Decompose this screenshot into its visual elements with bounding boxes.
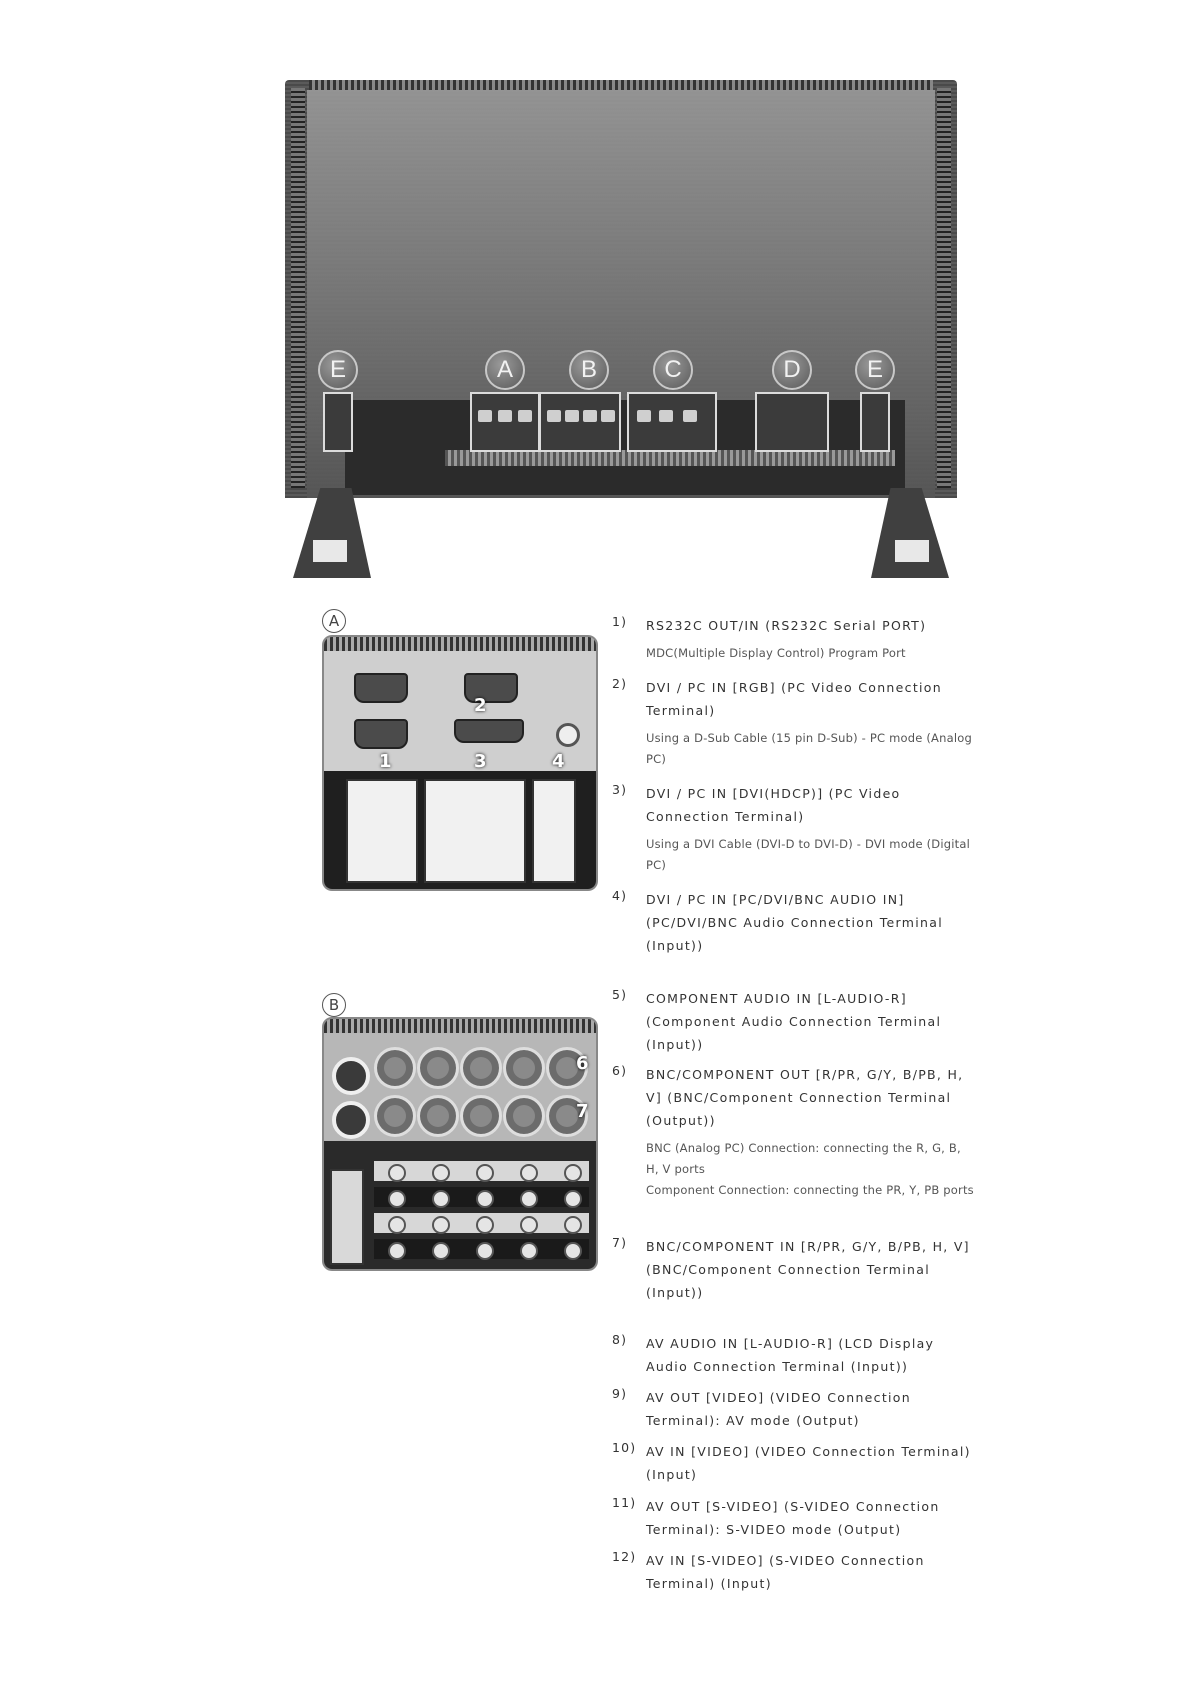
section-a-closeup: 1 2 3 4 (322, 635, 598, 891)
port-number-7: 7 (576, 1101, 589, 1122)
item-title: AV OUT [VIDEO] (VIDEO Connection Termina… (646, 1390, 911, 1428)
jack-row (374, 1187, 589, 1208)
badge-c: C (653, 350, 693, 390)
port-group-e-left (323, 392, 353, 452)
bnc-out-g (417, 1047, 459, 1089)
left-vent (291, 88, 305, 488)
list-item-4: 4) DVI / PC IN [PC/DVI/BNC AUDIO IN] (PC… (612, 888, 976, 957)
list-item-3: 3) DVI / PC IN [DVI(HDCP)] (PC Video Con… (612, 782, 976, 876)
tv-rear-photo: E A B C D E (285, 80, 957, 578)
right-vent (937, 88, 951, 488)
section-b-closeup: 5 6 7 (322, 1017, 598, 1271)
badge-d: D (772, 350, 812, 390)
component-audio-l-jack (332, 1057, 370, 1095)
item-title: AV AUDIO IN [L-AUDIO-R] (LCD Display Aud… (646, 1336, 935, 1374)
badge-a: A (485, 350, 525, 390)
item-description: Using a D-Sub Cable (15 pin D-Sub) - PC … (646, 731, 972, 766)
item-title: COMPONENT AUDIO IN [L-AUDIO-R] (Componen… (646, 991, 942, 1052)
item-number: 3) (612, 782, 628, 797)
bnc-out-v (546, 1047, 588, 1089)
item-title: DVI / PC IN [RGB] (PC Video Connection T… (646, 680, 942, 718)
item-number: 6) (612, 1063, 628, 1078)
port-group-a (470, 392, 540, 452)
stand-foot-left (293, 488, 371, 578)
item-number: 11) (612, 1495, 637, 1510)
port-group-b (539, 392, 621, 452)
list-item-8: 8) AV AUDIO IN [L-AUDIO-R] (LCD Display … (612, 1332, 976, 1378)
bnc-in-v (546, 1095, 588, 1137)
bnc-in-r (374, 1095, 416, 1137)
jack-row (374, 1213, 589, 1234)
item-title: AV OUT [S-VIDEO] (S-VIDEO Connection Ter… (646, 1499, 940, 1537)
item-number: 5) (612, 987, 628, 1002)
jack-row (374, 1161, 589, 1182)
item-description: Using a DVI Cable (DVI-D to DVI-D) - DVI… (646, 837, 970, 872)
list-item-6: 6) BNC/COMPONENT OUT [R/PR, G/Y, B/PB, H… (612, 1063, 976, 1201)
bnc-in-b (460, 1095, 502, 1137)
rs232c-in-connector (354, 719, 408, 749)
port-group-e-right (860, 392, 890, 452)
rgb-dvi-label-box (424, 779, 526, 883)
vent-strip (445, 450, 895, 466)
item-number: 2) (612, 676, 628, 691)
list-item-2: 2) DVI / PC IN [RGB] (PC Video Connectio… (612, 676, 976, 770)
port-group-c (627, 392, 717, 452)
tv-rear-panel (285, 80, 957, 498)
port-number-6: 6 (576, 1053, 589, 1074)
bnc-out-h (503, 1047, 545, 1089)
top-vent (309, 80, 933, 90)
item-number: 8) (612, 1332, 628, 1347)
port-number-4: 4 (552, 751, 565, 772)
dvi-connector (454, 719, 524, 743)
item-number: 12) (612, 1549, 637, 1564)
port-group-d (755, 392, 829, 452)
list-item-5: 5) COMPONENT AUDIO IN [L-AUDIO-R] (Compo… (612, 987, 976, 1056)
item-title: AV IN [VIDEO] (VIDEO Connection Terminal… (646, 1444, 971, 1482)
item-title: DVI / PC IN [DVI(HDCP)] (PC Video Connec… (646, 786, 901, 824)
d-sub-connector (464, 673, 518, 703)
item-title: BNC/COMPONENT OUT [R/PR, G/Y, B/PB, H, V… (646, 1067, 964, 1128)
badge-b: B (569, 350, 609, 390)
list-item-1: 1) RS232C OUT/IN (RS232C Serial PORT) MD… (612, 614, 976, 664)
rs232c-label-box (346, 779, 418, 883)
bnc-out-r (374, 1047, 416, 1089)
panel-top-vent (324, 1019, 596, 1033)
badge-e-right: E (855, 350, 895, 390)
audio-jack (556, 723, 580, 747)
section-b-label: B (322, 993, 346, 1017)
list-item-9: 9) AV OUT [VIDEO] (VIDEO Connection Term… (612, 1386, 976, 1432)
item-title: BNC/COMPONENT IN [R/PR, G/Y, B/PB, H, V]… (646, 1239, 970, 1300)
audio-label-box (532, 779, 576, 883)
stand-foot-right (871, 488, 949, 578)
bnc-out-b (460, 1047, 502, 1089)
item-number: 9) (612, 1386, 628, 1401)
item-number: 10) (612, 1440, 637, 1455)
item-title: RS232C OUT/IN (RS232C Serial PORT) (646, 618, 927, 633)
item-number: 1) (612, 614, 628, 629)
bnc-in-g (417, 1095, 459, 1137)
item-description: BNC (Analog PC) Connection: connecting t… (646, 1141, 961, 1176)
port-number-1: 1 (379, 751, 392, 772)
list-item-7: 7) BNC/COMPONENT IN [R/PR, G/Y, B/PB, H,… (612, 1235, 976, 1304)
component-audio-r-jack (332, 1101, 370, 1139)
item-title: AV IN [S-VIDEO] (S-VIDEO Connection Term… (646, 1553, 925, 1591)
list-item-12: 12) AV IN [S-VIDEO] (S-VIDEO Connection … (612, 1549, 976, 1595)
list-item-10: 10) AV IN [VIDEO] (VIDEO Connection Term… (612, 1440, 976, 1486)
item-number: 7) (612, 1235, 628, 1250)
item-description: MDC(Multiple Display Control) Program Po… (646, 646, 906, 660)
item-title: DVI / PC IN [PC/DVI/BNC AUDIO IN] (PC/DV… (646, 892, 943, 953)
section-a-label: A (322, 609, 346, 633)
rs232c-out-connector (354, 673, 408, 703)
badge-e-left: E (318, 350, 358, 390)
list-item-11: 11) AV OUT [S-VIDEO] (S-VIDEO Connection… (612, 1495, 976, 1541)
bnc-in-h (503, 1095, 545, 1137)
jack-row (374, 1239, 589, 1260)
item-description: Component Connection: connecting the PR,… (646, 1183, 974, 1197)
audio-label-box (330, 1169, 364, 1265)
item-number: 4) (612, 888, 628, 903)
panel-top-vent (324, 637, 596, 651)
port-number-3: 3 (474, 751, 487, 772)
port-number-2: 2 (474, 695, 487, 716)
